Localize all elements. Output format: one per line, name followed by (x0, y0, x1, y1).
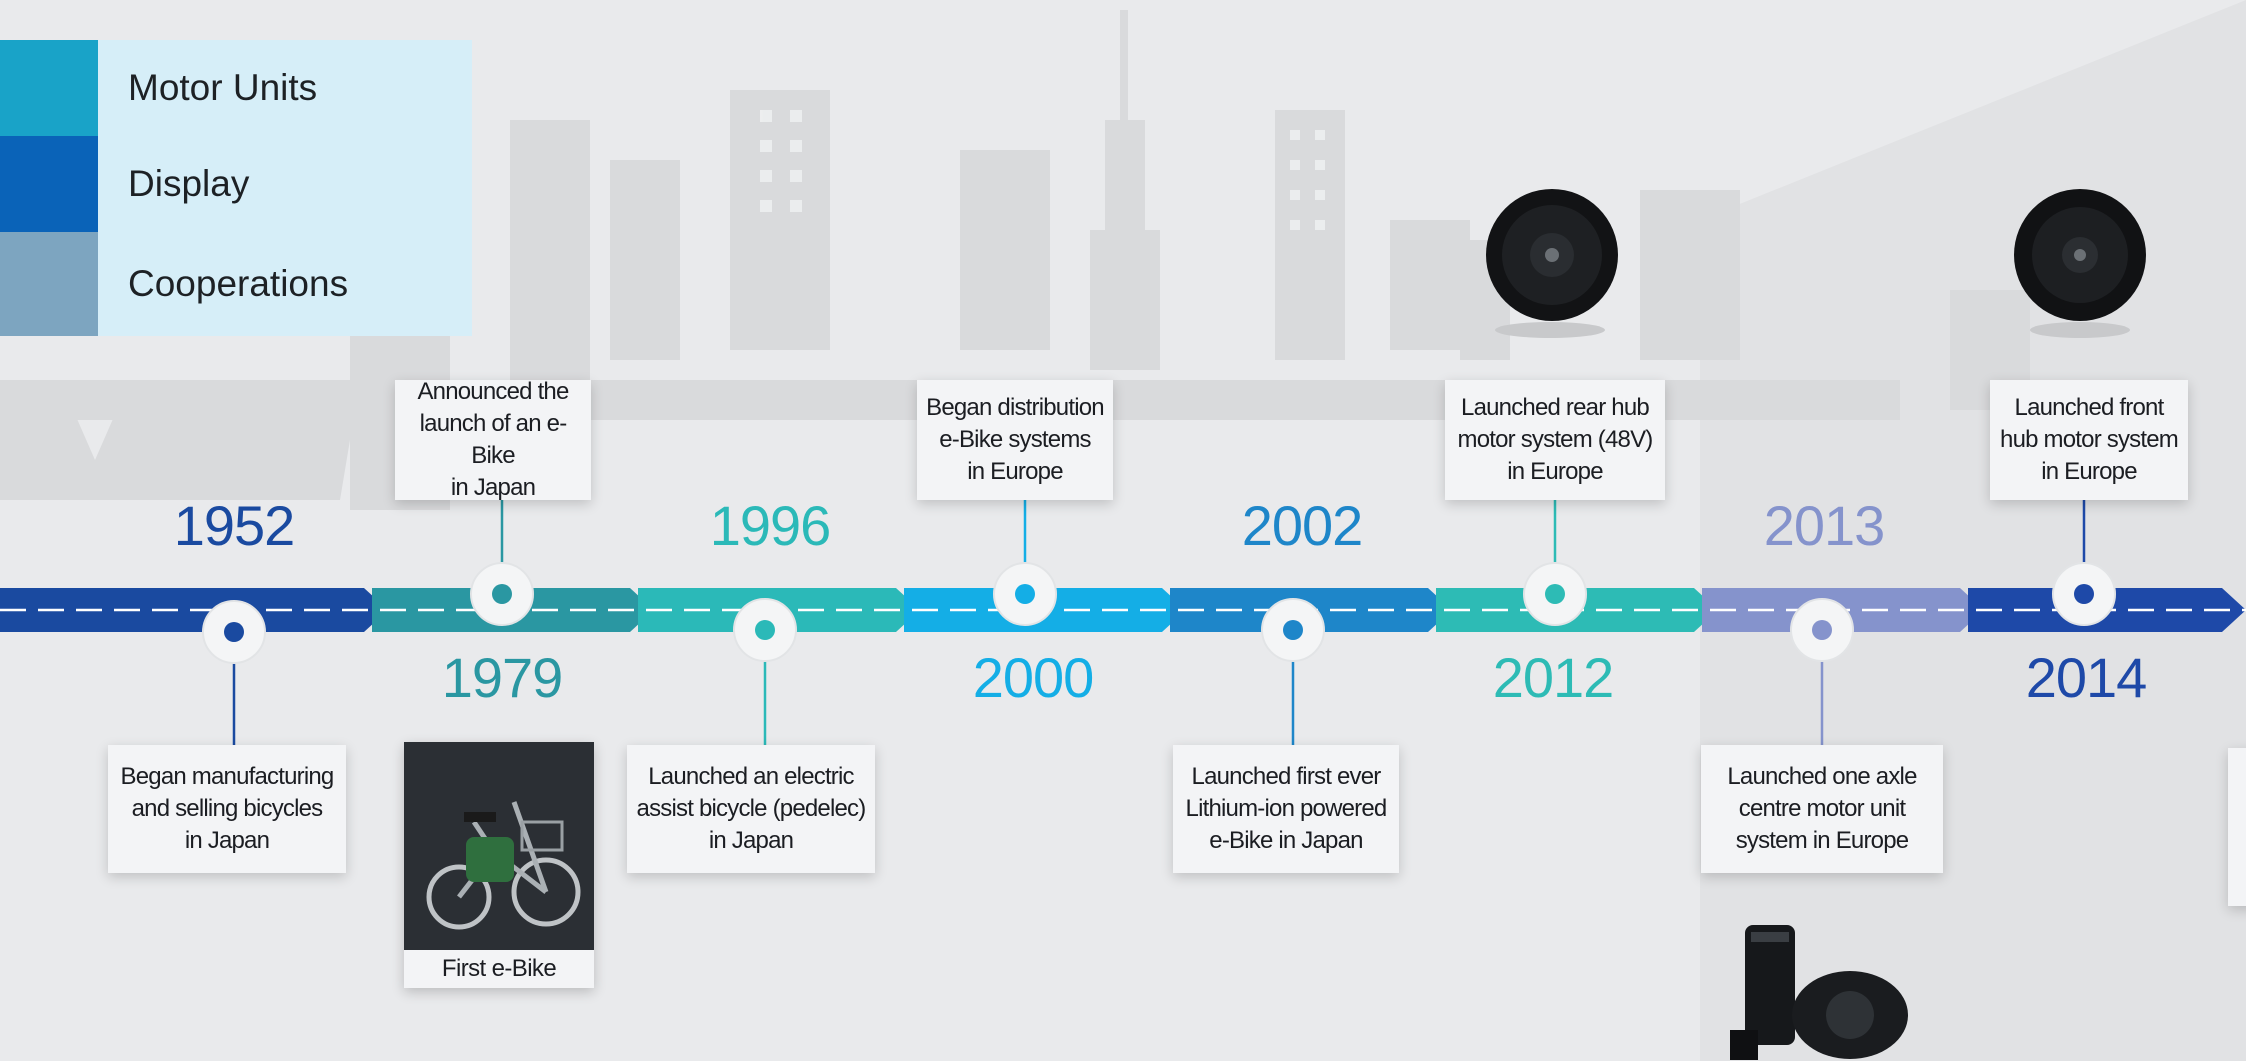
legend-label: Motor Units (128, 67, 318, 108)
photo-caption: First e-Bike (441, 955, 557, 982)
milestone-text-line: Launched one axle (1727, 763, 1917, 790)
milestone-text-line: in Europe (2041, 458, 2137, 485)
milestone-node-dot (224, 622, 244, 642)
partial-info-box (2228, 748, 2246, 906)
first-ebike-image (404, 742, 594, 950)
milestone-box-2014: Launched front hub motor system in Europe (1990, 380, 2188, 500)
milestone-text: Launched rear hub motor system (48V) in Eu… (1457, 392, 1654, 488)
legend-swatch-display (0, 136, 98, 232)
milestone-node-dot (755, 620, 775, 640)
centre-motor-unit-image (1730, 925, 1908, 1060)
milestone-box-1979: Announced the launch of an e-Bike in Japan (395, 378, 591, 501)
legend-swatch-motor-units (0, 40, 98, 136)
legend-item-cooperations: Cooperations (0, 232, 472, 336)
year-label-2012: 2012 (1493, 646, 1614, 709)
first-ebike-photo: First e-Bike (404, 742, 594, 988)
year-label-2000: 2000 (973, 646, 1094, 709)
front-hub-motor-image (2014, 189, 2146, 338)
milestone-box-1952: Began manufacturing and selling bicycles i… (108, 745, 346, 873)
year-label-2014: 2014 (2026, 646, 2147, 709)
milestone-box-2012: Launched rear hub motor system (48V) in Eu… (1445, 380, 1665, 500)
milestone-text-line: launch of an e-Bike (419, 410, 568, 469)
milestone-text-line: in Europe (1507, 458, 1603, 485)
milestone-box-2000: Began distribution e-Bike systems in Europ… (917, 380, 1113, 500)
milestone-node-dot (1545, 584, 1565, 604)
milestone-text-line: motor system (48V) (1457, 426, 1654, 453)
milestone-node-dot (2074, 584, 2094, 604)
milestone-text-line: in Europe (967, 458, 1063, 485)
year-label-1979: 1979 (442, 646, 563, 709)
milestone-box-2013: Launched one axle centre motor unit system… (1701, 745, 1943, 873)
year-label-2002: 2002 (1242, 494, 1363, 557)
milestone-text-line: Began manufacturing (120, 763, 335, 790)
milestone-text-line: in Japan (184, 827, 270, 854)
legend-label: Display (128, 163, 250, 204)
milestone-text-line: centre motor unit (1738, 795, 1906, 822)
milestone-text-line: Launched an electric (648, 763, 854, 790)
milestone-text-line: Lithium-ion powered (1185, 795, 1388, 822)
milestone-text-line: Began distribution (926, 394, 1105, 421)
legend: Motor Units Display Cooperations (0, 40, 472, 336)
legend-item-motor-units: Motor Units (0, 40, 472, 136)
rear-hub-motor-image (1486, 189, 1618, 338)
legend-swatch-cooperations (0, 232, 98, 336)
milestone-text-line: Launched rear hub (1461, 394, 1650, 421)
year-label-1952: 1952 (174, 494, 295, 557)
milestone-text-line: hub motor system (2000, 426, 2179, 453)
milestone-text: Began manufacturing and selling bicycles i… (120, 761, 335, 857)
milestone-text: Launched front hub motor system in Europe (2000, 392, 2179, 488)
milestone-text-line: e-Bike in Japan (1209, 827, 1363, 854)
year-label-1996: 1996 (710, 494, 831, 557)
milestone-text: Began distribution e-Bike systems in Europ… (926, 392, 1105, 488)
milestone-text: Announced the launch of an e-Bike in Japan (403, 376, 583, 504)
milestone-text: Launched one axle centre motor unit system… (1727, 761, 1917, 857)
legend-label: Cooperations (128, 263, 349, 304)
milestone-text-line: Launched front (2014, 394, 2165, 421)
milestone-text-line: Announced the (417, 378, 569, 405)
milestone-text-line: in Japan (708, 827, 794, 854)
milestone-node-dot (1015, 584, 1035, 604)
milestone-node-dot (1812, 620, 1832, 640)
legend-item-display: Display (0, 136, 472, 232)
milestone-text: Launched an electric assist bicycle (pede… (636, 761, 867, 857)
milestone-text-line: and selling bicycles (131, 795, 324, 822)
milestone-box-1996: Launched an electric assist bicycle (pede… (627, 745, 875, 873)
milestone-text-line: system in Europe (1735, 827, 1909, 854)
year-label-2013: 2013 (1764, 494, 1885, 557)
milestone-node-dot (1283, 620, 1303, 640)
milestone-text-line: in Japan (450, 474, 536, 501)
milestone-node-dot (492, 584, 512, 604)
milestone-text-line: e-Bike systems (939, 426, 1091, 453)
milestone-text-line: Launched first ever (1191, 763, 1382, 790)
milestone-text-line: assist bicycle (pedelec) (636, 795, 867, 822)
